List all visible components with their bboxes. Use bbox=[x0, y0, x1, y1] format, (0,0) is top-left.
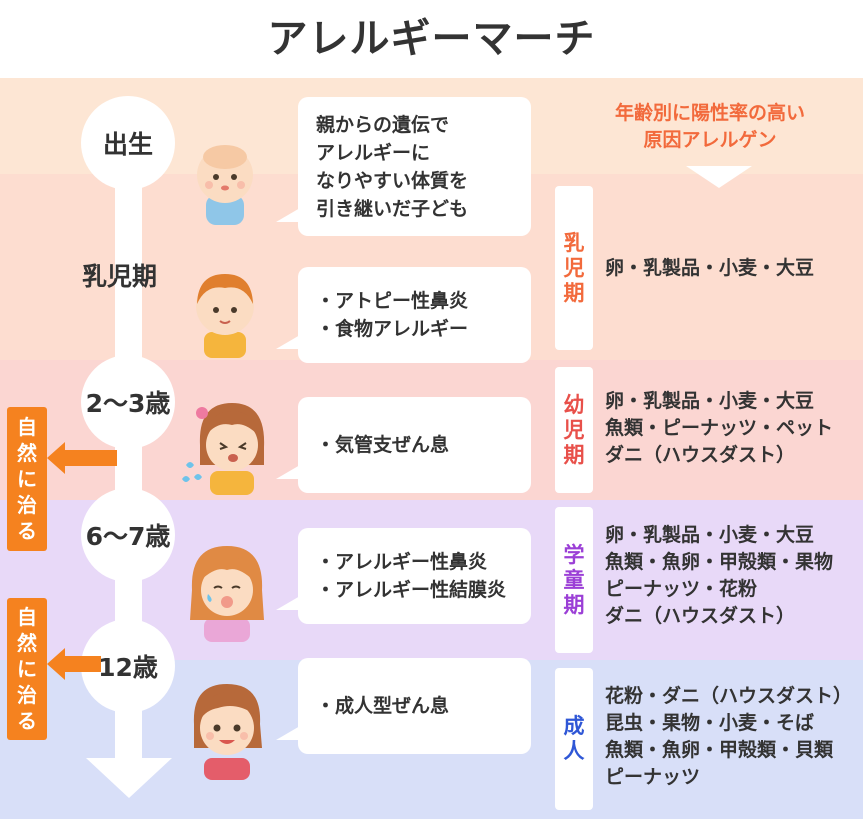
allergen-caption: 年齢別に陽性率の高い 原因アレルゲン bbox=[614, 102, 805, 151]
allergens-school: 卵・乳製品・小麦・大豆 魚類・魚卵・甲殻類・果物 ピーナッツ・花粉 ダニ（ハウス… bbox=[605, 524, 834, 627]
bubble-infant: ・アトピー性鼻炎 ・食物アレルギー bbox=[276, 267, 531, 363]
allergens-toddler: 卵・乳製品・小麦・大豆 魚類・ピーナッツ・ペット ダニ（ハウスダスト） bbox=[605, 390, 834, 466]
timeline-node-12: 12歳 bbox=[81, 619, 175, 713]
bubble-adult: ・成人型ぜん息 bbox=[276, 658, 531, 754]
timeline-arrowhead bbox=[86, 758, 172, 798]
sneezing-girl-icon bbox=[190, 546, 264, 642]
timeline-node-birth: 出生 bbox=[81, 96, 175, 190]
toddler-face-icon bbox=[196, 274, 254, 358]
caption-down-arrow bbox=[686, 166, 752, 188]
bubble-birth: 親からの遺伝で アレルギーに なりやすい体質を 引き継いだ子ども bbox=[276, 97, 531, 236]
heal-label-1: 自然に治る bbox=[7, 407, 47, 551]
stage-label-infant: 乳児期 bbox=[555, 186, 593, 350]
timeline-node-6-7: 6〜7歳 bbox=[81, 488, 175, 582]
stage-label-toddler: 幼児期 bbox=[555, 367, 593, 493]
stage-label-school: 学童期 bbox=[555, 507, 593, 653]
heal-label-2: 自然に治る bbox=[7, 598, 47, 740]
bubble-toddler: ・気管支ぜん息 bbox=[276, 397, 531, 493]
page-title: アレルギーマーチ bbox=[267, 16, 596, 62]
allergens-infant: 卵・乳製品・小麦・大豆 bbox=[605, 257, 815, 279]
allergens-adult: 花粉・ダニ（ハウスダスト） 昆虫・果物・小麦・そば 魚類・魚卵・甲殻類・貝類 ピ… bbox=[605, 685, 853, 788]
stage-label-adult: 成人 bbox=[555, 668, 593, 810]
timeline-node-2-3: 2〜3歳 bbox=[81, 355, 175, 449]
woman-face-icon bbox=[193, 684, 262, 780]
baby-face-icon bbox=[197, 145, 253, 225]
timeline-label-infant: 乳児期 bbox=[82, 262, 158, 291]
bubble-school: ・アレルギー性鼻炎 ・アレルギー性結膜炎 bbox=[276, 528, 531, 624]
coughing-girl-icon bbox=[182, 403, 265, 495]
